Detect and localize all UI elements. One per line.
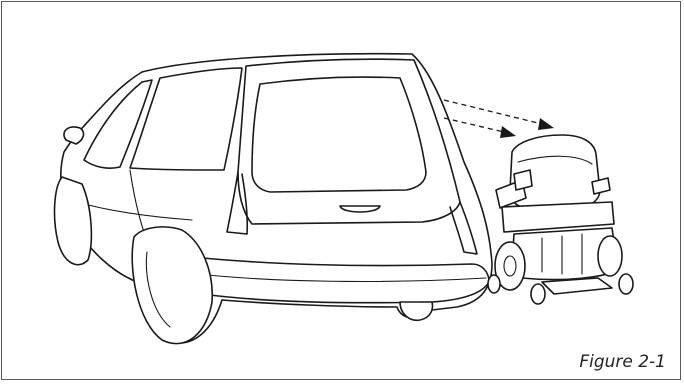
wheelchair-illustration bbox=[487, 134, 634, 305]
wheelchair-base-detail bbox=[541, 233, 583, 275]
vehicle-rear-wheel bbox=[131, 226, 213, 345]
wheelchair-right-drive-wheel bbox=[597, 235, 623, 277]
wheelchair-left-drive-wheel bbox=[494, 241, 526, 291]
wheelchair-seat-cushion bbox=[501, 201, 615, 233]
arrow-line-lower bbox=[443, 117, 505, 133]
wheelchair-seat-back-seam bbox=[517, 155, 593, 165]
wheelchair-left-drive-wheel-hub bbox=[503, 255, 517, 277]
motion-arrows bbox=[443, 99, 554, 138]
vehicle-illustration bbox=[53, 52, 493, 345]
arrow-head-lower bbox=[500, 126, 516, 138]
vehicle-rear-window bbox=[251, 76, 427, 193]
vehicle-bumper-line bbox=[197, 273, 487, 283]
arrow-line-upper bbox=[443, 99, 543, 125]
figure-caption: Figure 2-1 bbox=[579, 352, 666, 372]
figure-frame: Figure 2-1 bbox=[1, 1, 681, 380]
wheelchair-right-armrest bbox=[591, 177, 611, 195]
wheelchair-rear-caster bbox=[487, 274, 501, 294]
vehicle-front-wheel bbox=[53, 176, 93, 266]
vehicle-tail-light-right bbox=[449, 201, 478, 255]
vehicle-tail-light-left bbox=[226, 171, 249, 235]
vehicle-side-window-rear bbox=[129, 67, 243, 171]
wheelchair-front-caster-right bbox=[618, 273, 634, 295]
wheelchair-front-caster-left bbox=[530, 283, 546, 305]
vehicle-right-rear-tire bbox=[399, 301, 434, 322]
vehicle-hatch-handle bbox=[339, 205, 381, 213]
arrow-head-upper bbox=[538, 118, 554, 130]
vehicle-side-mirror bbox=[63, 126, 85, 145]
vehicle-side-window-front bbox=[83, 79, 153, 169]
vehicle-rear-wheel-rim bbox=[145, 251, 171, 328]
wheelchair-footplate bbox=[541, 277, 613, 295]
wheelchair-joystick-controller bbox=[513, 169, 533, 191]
